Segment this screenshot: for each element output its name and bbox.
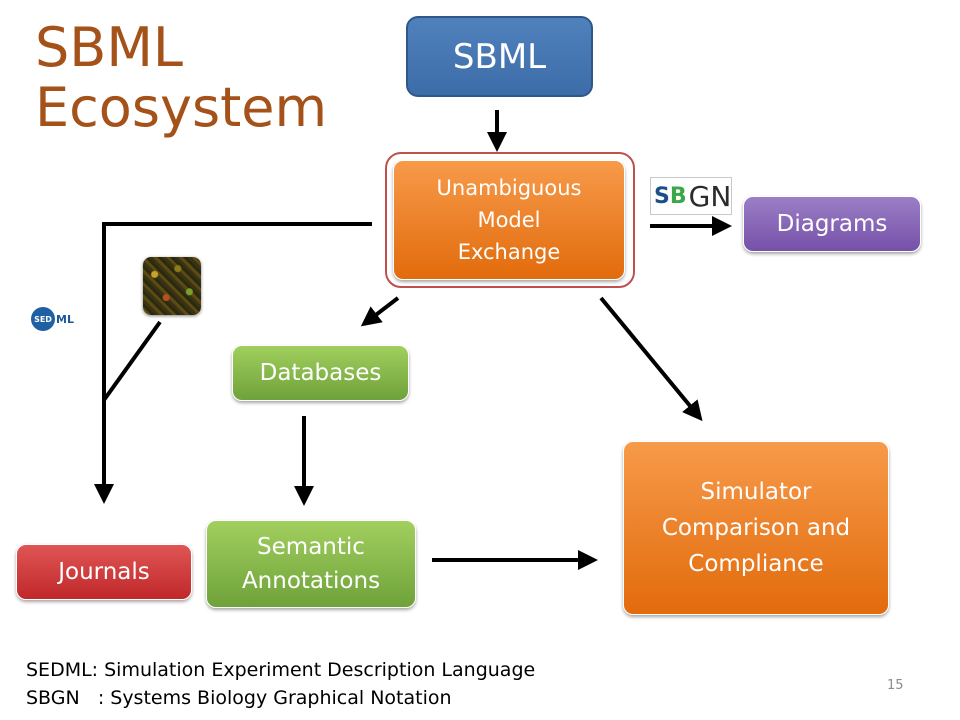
- slide-title: SBML Ecosystem: [35, 18, 327, 138]
- semantic-line1: Semantic: [257, 534, 365, 560]
- semantic-annotations-box: Semantic Annotations: [206, 520, 416, 608]
- model-exchange-line1: Unambiguous: [436, 176, 582, 200]
- sbgn-logo-s: S: [654, 183, 670, 209]
- connector-microarray-branch: [102, 320, 162, 402]
- simulator-line1: Simulator: [700, 479, 812, 505]
- model-exchange-box: Unambiguous Model Exchange: [393, 160, 625, 280]
- arrow-exchange-to-simulator: [599, 296, 703, 422]
- model-exchange-line3: Exchange: [457, 240, 561, 264]
- sbml-box-label: SBML: [452, 36, 547, 77]
- footer-sedml-definition: SEDML: Simulation Experiment Description…: [26, 659, 536, 681]
- simulator-box: Simulator Comparison and Compliance: [623, 441, 889, 615]
- diagrams-label: Diagrams: [776, 211, 888, 237]
- sbgn-logo-gn: GN: [688, 179, 732, 213]
- sbml-box: SBML: [406, 16, 593, 97]
- arrow-exchange-to-databases: [360, 296, 400, 327]
- sedml-logo-ml: ML: [56, 312, 74, 326]
- arrow-exchange-to-journals: [94, 222, 372, 504]
- semantic-line2: Annotations: [241, 568, 381, 594]
- model-exchange-line2: Model: [477, 208, 541, 232]
- journals-label: Journals: [58, 559, 150, 585]
- sbgn-logo-b: B: [669, 183, 687, 209]
- simulator-line3: Compliance: [688, 551, 824, 577]
- slide-title-line1: SBML: [35, 16, 183, 79]
- diagrams-box: Diagrams: [743, 196, 921, 252]
- microarray-image: [143, 257, 201, 315]
- page-number: 15: [887, 678, 904, 693]
- footer-sbgn-definition: SBGN : Systems Biology Graphical Notatio…: [26, 687, 452, 709]
- sbgn-logo: S B GN: [650, 177, 732, 215]
- databases-label: Databases: [259, 360, 382, 386]
- exchange-highlight-frame: [385, 152, 635, 288]
- simulator-line2: Comparison and: [661, 515, 851, 541]
- slide-title-line2: Ecosystem: [35, 76, 328, 139]
- journals-box: Journals: [16, 544, 192, 600]
- footer-notes: SEDML: Simulation Experiment Description…: [26, 656, 535, 712]
- databases-box: Databases: [232, 345, 409, 401]
- sedml-logo-sed: SED: [31, 307, 55, 331]
- sedml-logo: SED ML: [31, 307, 74, 331]
